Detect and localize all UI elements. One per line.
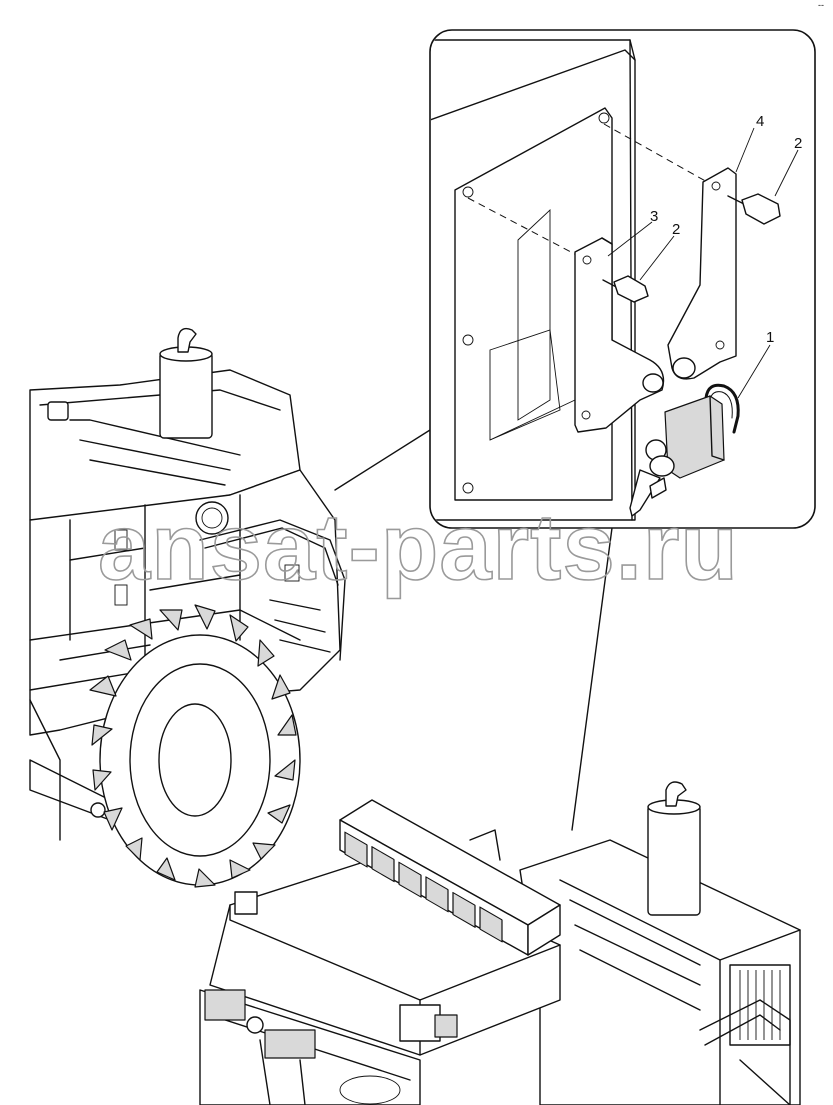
watermark-text: ansat-parts.ru: [98, 494, 739, 599]
bracket-item-4: [667, 167, 737, 380]
leader-item-2-upper: [774, 149, 799, 197]
callout-label-2-lower: 2: [672, 221, 680, 238]
bolt-item-2-upper: [727, 193, 781, 225]
bolt-item-2-lower: [602, 275, 649, 303]
exhaust-stack-left: [159, 327, 213, 439]
exhaust-stack-right: [647, 781, 701, 916]
align-line-lower: [467, 197, 591, 263]
padlock-item-1: [629, 383, 740, 517]
pointer-line-left: [334, 429, 431, 491]
leader-item-3: [607, 221, 653, 257]
detail-callout-bubble: 4 2 3 2 1: [429, 29, 816, 529]
callout-label-2-upper: 2: [794, 135, 802, 152]
leader-item-1: [737, 344, 771, 399]
light-bar: [339, 799, 561, 956]
leader-item-4: [735, 127, 755, 173]
pointer-line-bottom: [571, 527, 613, 831]
padfoot-drum: [89, 604, 301, 888]
callout-label-4: 4: [756, 113, 764, 130]
bracket-item-3: [574, 237, 665, 433]
corner-mark: ‐‐: [818, 0, 824, 10]
left-compactor-drawing: [29, 327, 346, 888]
callout-label-3: 3: [650, 208, 658, 225]
callout-label-1: 1: [766, 329, 774, 346]
right-compactor-drawing: [199, 781, 801, 1105]
leader-item-2-lower: [639, 235, 675, 281]
